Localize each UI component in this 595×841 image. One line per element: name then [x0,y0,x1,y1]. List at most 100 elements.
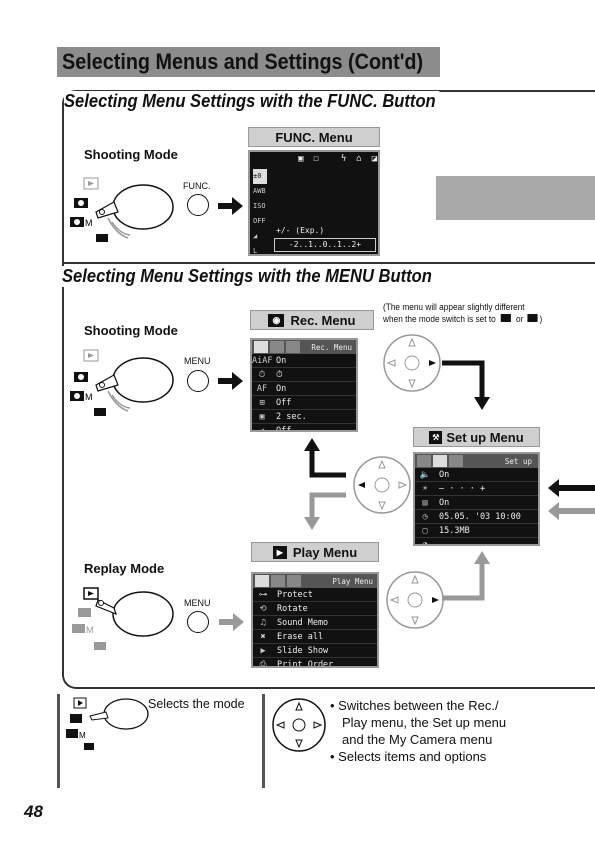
rec-row[interactable]: ⊞Off [252,396,356,410]
battery-icon: ◪ [372,154,377,164]
setup-lcd-header: Set up [505,457,538,466]
menu-button[interactable] [187,370,209,392]
setup-row-icon: ◔ [415,540,435,547]
flash-icon: ϟ [341,154,346,164]
setup-row[interactable]: ☀– · · · + [415,482,538,496]
tools-icon: ⚒ [429,431,442,444]
rec-row-value: On [272,356,286,366]
rec-row-icon: ▣ [252,412,272,422]
setup-row[interactable]: 🔈On [415,468,538,482]
bullet-1-text: Switches between the Rec./ [338,698,498,713]
gray-block [436,176,595,220]
play-row-icon: ⊶ [253,590,273,600]
play-row-value: Erase all [273,632,323,642]
play-row-value: Protect [273,590,313,600]
shooting-mode-label: Shooting Mode [84,147,178,162]
play-lcd-header: Play Menu [332,577,377,586]
bullet-2-text: Selects items and options [338,749,486,764]
note-line1: (The menu will appear slightly different [383,302,525,313]
svg-text:M: M [85,392,93,402]
setup-row[interactable]: ▤On [415,496,538,510]
rec-row[interactable]: ↺Off [252,424,356,432]
exp-label: +/- (Exp.) [276,226,324,235]
footer-bar-right [262,694,265,788]
control-pad-1[interactable] [382,333,442,393]
replay-mode-label: Replay Mode [84,561,164,576]
control-pad-3[interactable] [385,570,445,630]
setup-row-icon: 🔈 [415,470,435,480]
play-row-value: Print Order [273,660,333,669]
play-row-icon: ✖ [253,632,273,642]
shooting-mode-label-2: Shooting Mode [84,323,178,338]
func-button-label: FUNC. [183,181,211,191]
setup-menu-title: ⚒ Set up Menu [413,427,540,447]
rec-row-icon: ⏱ [252,370,272,380]
footer-bar-left [57,694,60,788]
setup-row-value: 15.3MB [435,526,470,536]
play-row-icon: ▶ [253,646,273,656]
play-row-icon: ♫ [253,618,273,628]
func-menu-title: FUNC. Menu [248,127,380,147]
bend-arrow-up [440,548,500,608]
play-row-value: Sound Memo [273,618,328,628]
rec-row-value: ⏱ [272,370,283,380]
rec-menu-title: ◉ Rec. Menu [250,310,374,330]
mode-icon: ▣ [298,154,303,164]
setup-row-value: On [435,498,449,508]
bullet-1c: and the My Camera menu [330,731,506,748]
rec-row-icon: ↺ [252,426,272,433]
rec-row-icon: AiAF [252,356,272,366]
footer-control-pad [271,697,327,753]
play-row[interactable]: ⊶Protect [253,588,377,602]
note-line2-text: when the mode switch is set to [383,314,496,324]
play-row[interactable]: ✖Erase all [253,630,377,644]
setup-row-value: On [435,470,449,480]
section-divider [62,262,595,264]
menu-button-label: MENU [184,356,211,366]
selects-mode-text: Selects the mode [148,697,245,711]
play-row-value: Rotate [273,604,308,614]
rec-lcd-header: Rec. Menu [311,343,356,352]
rec-row-icon: ⊞ [252,398,272,408]
play-row[interactable]: ⎙Print Order [253,658,377,668]
svg-text:M: M [85,218,93,228]
play-row[interactable]: ♫Sound Memo [253,616,377,630]
play-row[interactable]: ▶Slide Show [253,644,377,658]
setup-row[interactable]: ◷05.05. '03 10:00 [415,510,538,524]
movie-icon-small [528,314,538,322]
setup-row-icon: ▢ [415,526,435,536]
play-menu-screen: Play Menu ⊶Protect⟲Rotate♫Sound Memo✖Era… [251,572,379,668]
setup-menu-screen: Set up 🔈On☀– · · · +▤On◷05.05. '03 10:00… [413,452,540,546]
play-menu-title: ▶ Play Menu [251,542,379,562]
rec-row-value: Off [272,398,291,408]
bend-arrow-down [440,355,500,415]
play-menu-title-text: Play Menu [293,545,357,560]
arrow-right-icon-2 [218,371,244,391]
replay-menu-button[interactable] [187,611,209,633]
note-or: or [516,314,523,324]
page-number: 48 [24,802,43,822]
play-row[interactable]: ⟲Rotate [253,602,377,616]
setup-row[interactable]: ◔ [415,538,538,546]
rec-row[interactable]: ⏱⏱ [252,368,356,382]
drive-icon: ☐ [313,154,318,164]
setup-row[interactable]: ▢15.3MB [415,524,538,538]
up-down-arrows [298,435,358,535]
rec-row[interactable]: ▣2 sec. [252,410,356,424]
replay-menu-button-label: MENU [184,598,211,608]
mode-dial-replay: M [68,582,188,662]
arrow-right-icon [218,196,244,216]
control-pad-2[interactable] [352,455,412,515]
play-icon: ▶ [273,546,287,559]
camera-icon: ◉ [268,314,284,327]
arrow-left-icons [545,475,595,525]
setup-menu-title-text: Set up Menu [446,430,523,445]
rec-row-icon: AF [252,384,272,394]
note-line2: when the mode switch is set to or ) [383,314,542,325]
rec-row-value: Off [272,426,291,433]
func-button[interactable] [187,194,209,216]
page-title: Selecting Menus and Settings (Cont'd) [62,49,423,75]
